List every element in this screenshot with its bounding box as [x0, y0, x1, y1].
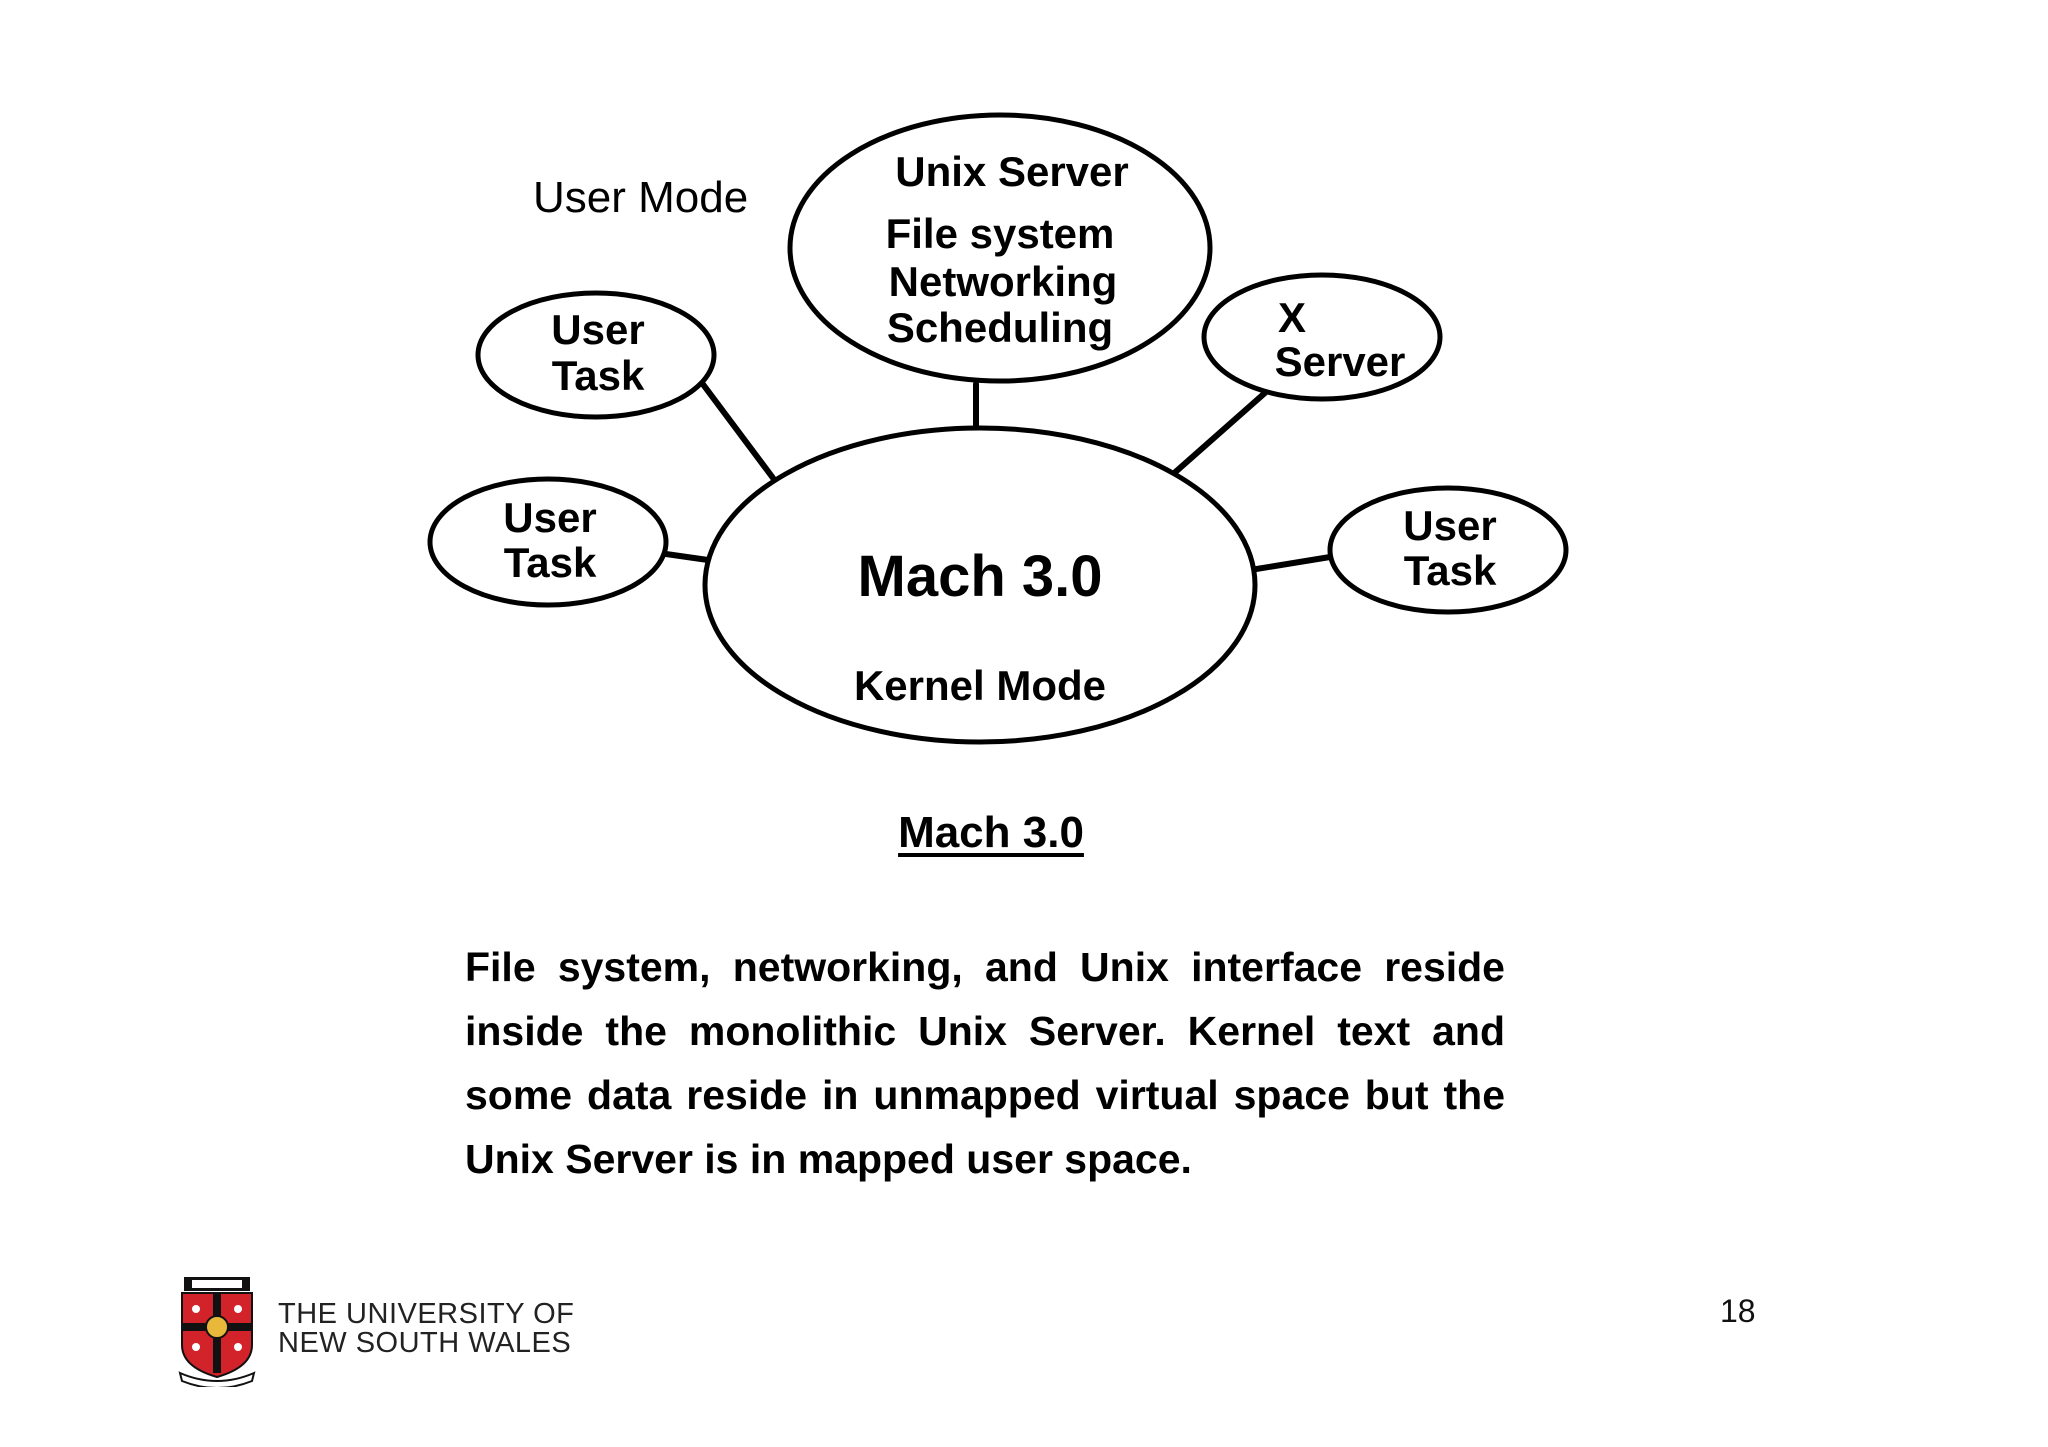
diagram-caption: Mach 3.0 — [898, 808, 1084, 857]
unsw-crest-logo — [178, 1277, 256, 1387]
edge-kernel-x-server — [1169, 389, 1269, 478]
unix-server-line-file-system: File system — [886, 210, 1115, 257]
diagram-description: File system, networking, and Unix interf… — [465, 944, 1505, 1182]
edge-kernel-user-task-left — [663, 551, 711, 563]
user-task-right-node — [1327, 485, 1569, 615]
crest-motto-ribbon — [178, 1371, 256, 1387]
user-task-right-line1: User — [1403, 502, 1496, 549]
user-task-left-line2: Task — [504, 539, 597, 586]
university-name-line2: NEW SOUTH WALES — [278, 1327, 572, 1359]
user-task-upper-left-node — [475, 290, 717, 420]
user-mode-label: User Mode — [533, 173, 748, 222]
unix-server-node — [787, 112, 1213, 384]
user-task-right-line2: Task — [1404, 547, 1497, 594]
x-server-line2: Server — [1275, 338, 1406, 385]
user-task-upper-left-line1: User — [551, 306, 644, 353]
x-server-line1: X — [1278, 294, 1306, 341]
unix-server-line-networking: Networking — [889, 258, 1118, 305]
kernel-subtitle: Kernel Mode — [854, 662, 1106, 709]
mach-kernel-node — [702, 425, 1258, 745]
crest-star — [192, 1305, 200, 1313]
crest-star — [234, 1305, 242, 1313]
crest-star — [234, 1343, 242, 1351]
unix-server-line-scheduling: Scheduling — [887, 304, 1113, 351]
user-task-upper-left-line2: Task — [552, 352, 645, 399]
university-name: THE UNIVERSITY OF NEW SOUTH WALES — [278, 1300, 574, 1358]
unix-server-title: Unix Server — [895, 148, 1128, 195]
edge-kernel-user-task-upper-left — [699, 380, 776, 481]
x-server-node — [1201, 272, 1443, 402]
kernel-title: Mach 3.0 — [858, 544, 1103, 609]
crest-star — [192, 1343, 200, 1351]
user-task-left-line1: User — [503, 494, 596, 541]
page-number: 18 — [1720, 1293, 1756, 1329]
crest-lion — [205, 1315, 229, 1339]
university-name-line1: THE UNIVERSITY OF — [278, 1298, 575, 1330]
user-task-left-node — [427, 476, 669, 608]
crest-book — [192, 1280, 242, 1288]
